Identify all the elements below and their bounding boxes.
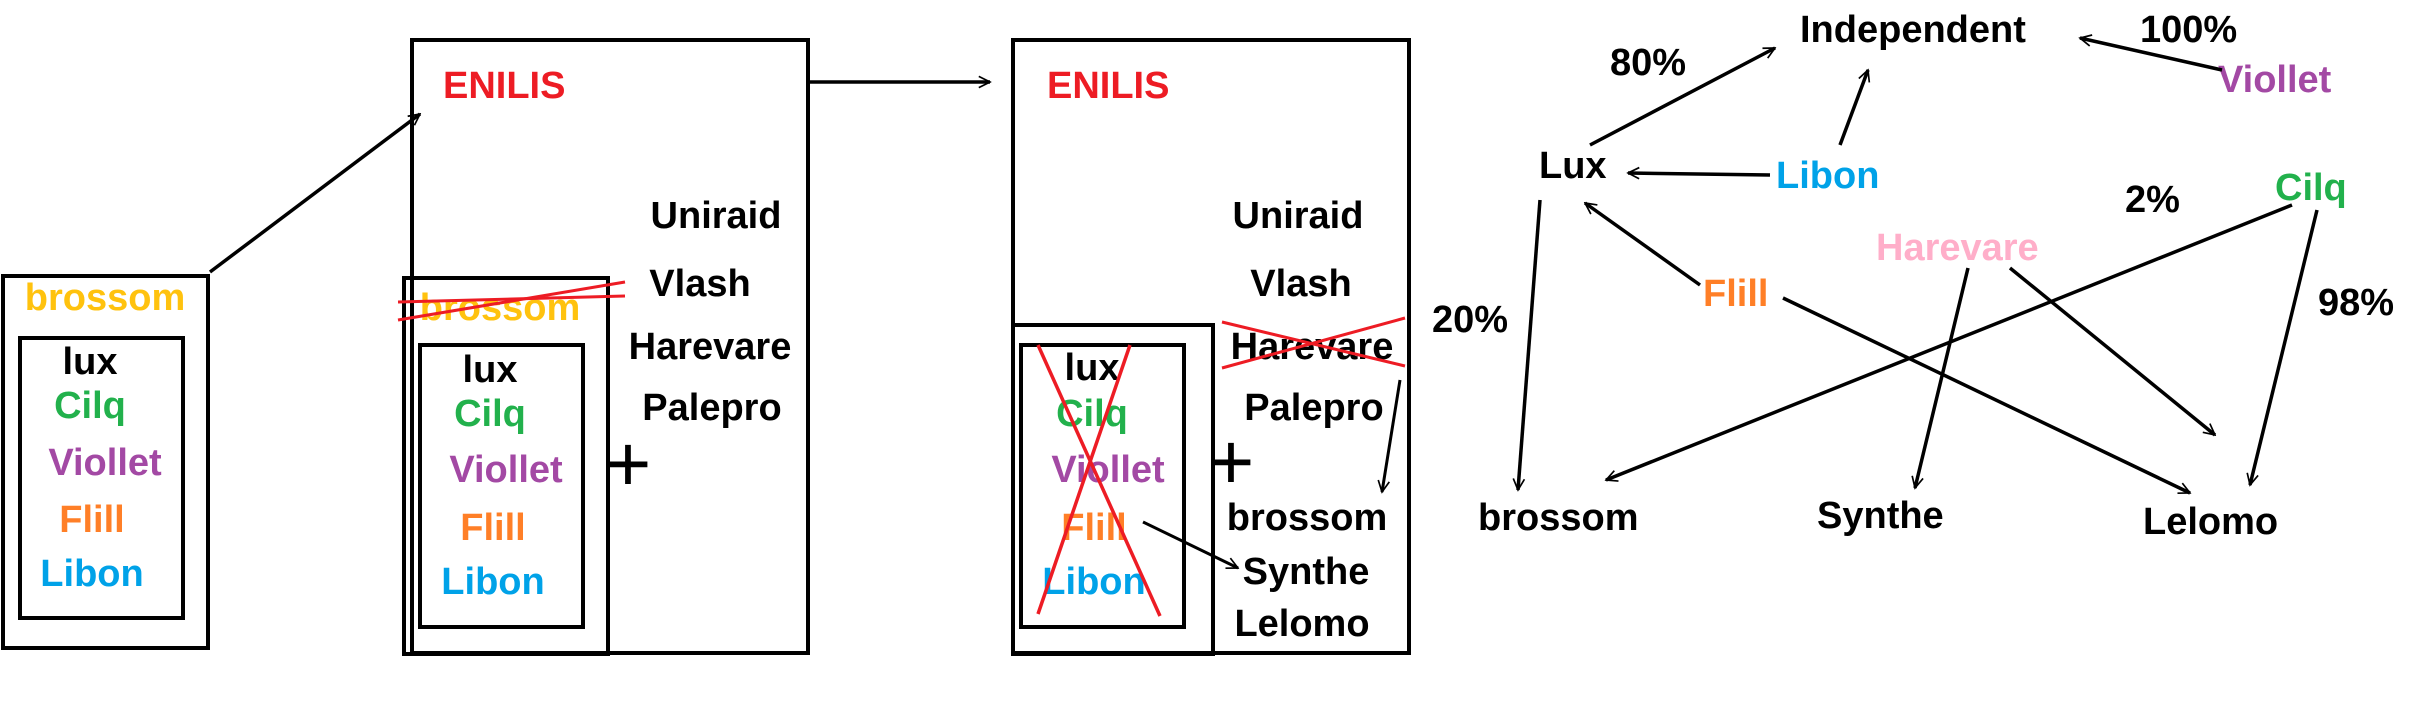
stage3-cross-line-2 — [1036, 344, 1132, 615]
arrow-stage1-to-stage2 — [208, 112, 420, 274]
stage2-strike-line-1 — [397, 294, 626, 304]
node-brossom: brossom — [1478, 497, 1638, 539]
edge-lux-to-brossom — [1518, 199, 1542, 490]
stage1-item-flill: Flill — [59, 499, 124, 541]
stage3-cross-line-1 — [1036, 344, 1162, 617]
edge-flill-to-lelomo — [1782, 296, 2190, 495]
node-flill: Flill — [1703, 273, 1768, 315]
edge-label-lux-independent: 80% — [1610, 42, 1686, 84]
stage3-item-lux: lux — [1065, 347, 1120, 389]
stage1-item-libon: Libon — [40, 553, 143, 595]
stage3-strike-line-2 — [1221, 316, 1406, 370]
stage3-left-box — [1011, 323, 1215, 656]
stage2-right-item-harevare: Harevare — [629, 326, 792, 368]
edge-harevare-to-lelomo — [2008, 266, 2215, 437]
stage3-right-item-uniraid: Uniraid — [1233, 195, 1364, 237]
stage3-inner-box — [1019, 343, 1186, 629]
stage2-plus-sign: + — [605, 419, 652, 508]
stage2-item-flill: Flill — [460, 507, 525, 549]
edge-libon-to-independent — [1838, 70, 1868, 146]
stage1-outer-box — [1, 274, 210, 650]
stage2-item-libon: Libon — [441, 561, 544, 603]
stage3-right-item-vlash: Vlash — [1250, 263, 1351, 305]
stage3-title: ENILIS — [1047, 65, 1169, 107]
edge-cilq-to-brossom — [1606, 203, 2293, 480]
stage1-inner-box — [18, 336, 185, 620]
node-viollet: Viollet — [2218, 59, 2332, 101]
edge-lux-to-independent — [1589, 46, 1775, 147]
stage2-right-item-uniraid: Uniraid — [651, 195, 782, 237]
stage3-added-item-synthe: Synthe — [1243, 551, 1370, 593]
edge-label-lux-brossom: 20% — [1432, 299, 1508, 341]
node-libon: Libon — [1776, 155, 1879, 197]
stage1-item-lux: lux — [63, 341, 118, 383]
stage2-title: ENILIS — [443, 65, 565, 107]
edge-label-cilq-brossom: 2% — [2125, 179, 2180, 221]
stage3-right-item-harevare: Harevare — [1231, 326, 1394, 368]
stage3-item-libon: Libon — [1042, 561, 1145, 603]
edge-harevare-to-synthe — [1915, 267, 1970, 488]
stage2-item-lux: lux — [463, 349, 518, 391]
stage3-arrow-harevare-down — [1382, 379, 1402, 492]
node-harevare: Harevare — [1876, 227, 2039, 269]
stage2-right-item-vlash: Vlash — [649, 263, 750, 305]
edge-libon-to-lux — [1628, 173, 1771, 175]
stage2-inner-box — [418, 343, 585, 629]
stage2-item-viollet: Viollet — [449, 449, 563, 491]
stage3-added-item-brossom: brossom — [1227, 497, 1387, 539]
edge-label-cilq-lelomo: 98% — [2318, 282, 2394, 324]
stage3-right-item-palepro: Palepro — [1244, 387, 1383, 429]
edge-cilq-to-lelomo — [2250, 209, 2319, 485]
edge-flill-to-lux — [1585, 201, 1702, 287]
stage1-item-cilq: Cilq — [54, 385, 126, 427]
stage1-outer-label: brossom — [25, 277, 185, 319]
stage2-right-item-palepro: Palepro — [642, 387, 781, 429]
stage3-item-cilq: Cilq — [1056, 393, 1128, 435]
stage2-strike-line-2 — [397, 280, 626, 322]
node-independent: Independent — [1800, 9, 2026, 51]
node-cilq: Cilq — [2275, 167, 2347, 209]
edge-label-viollet-independent: 100% — [2140, 9, 2237, 51]
stage2-left-box — [402, 276, 610, 656]
node-lelomo: Lelomo — [2143, 501, 2278, 543]
node-lux: Lux — [1539, 145, 1607, 187]
stage3-arrow-flill-to-synthe — [1142, 520, 1238, 570]
stage2-item-cilq: Cilq — [454, 393, 526, 435]
stage1-item-viollet: Viollet — [48, 442, 162, 484]
stage3-added-item-lelomo: Lelomo — [1234, 603, 1369, 645]
edge-viollet-to-independent — [2080, 38, 2223, 72]
stage3-item-viollet: Viollet — [1051, 449, 1165, 491]
stage3-plus-sign: + — [1208, 417, 1255, 506]
node-synthe: Synthe — [1817, 495, 1944, 537]
